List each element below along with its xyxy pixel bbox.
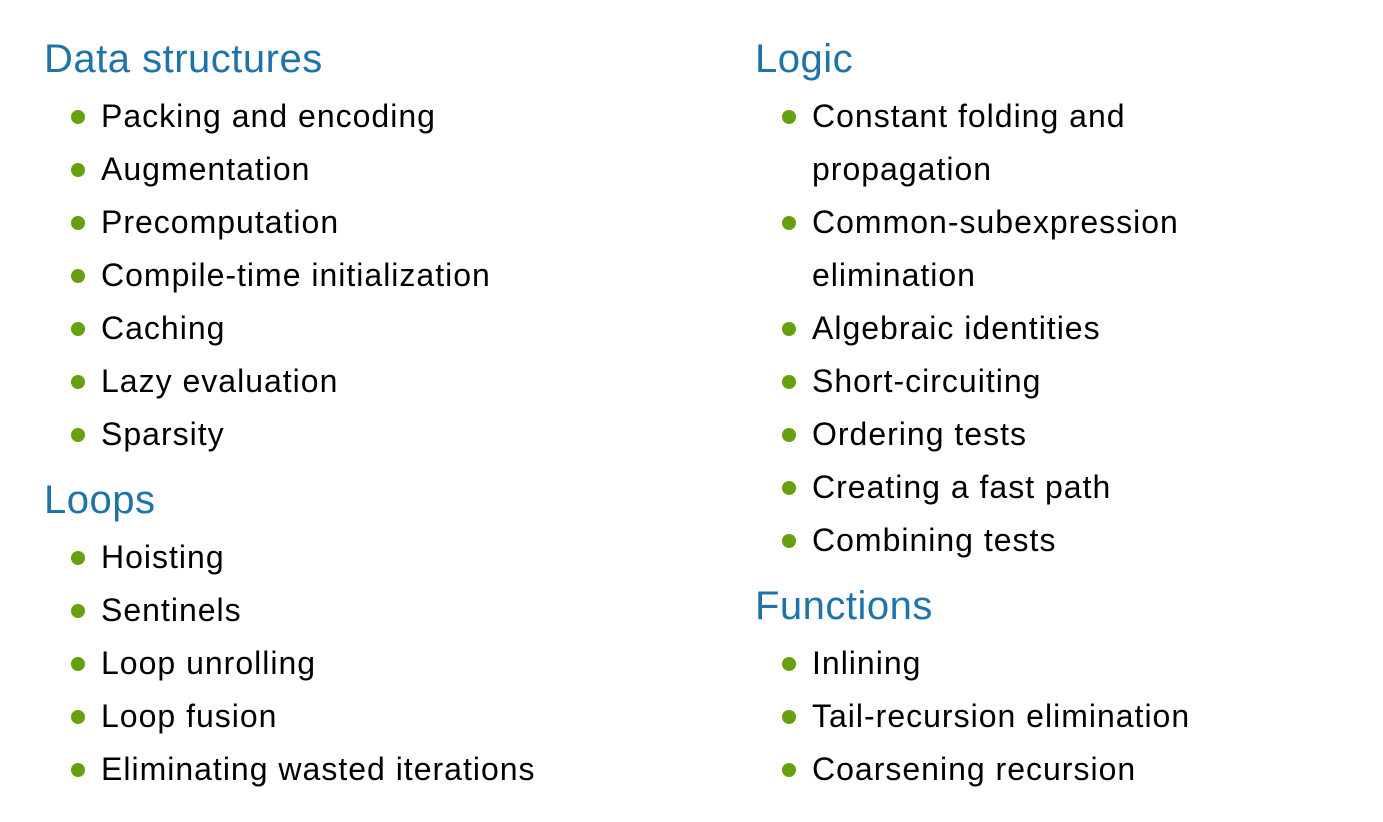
list-item: Eliminating wasted iterations (71, 743, 755, 796)
bullet-icon (71, 216, 85, 230)
bullet-icon (782, 710, 796, 724)
list-item: Algebraic identities (782, 302, 1363, 355)
bullet-icon (71, 322, 85, 336)
list-item-label: Constant folding and propagation (812, 98, 1126, 187)
section-data-structures: Data structures Packing and encoding Aug… (44, 34, 755, 461)
list-item-label: Combining tests (812, 522, 1057, 558)
bullet-icon (782, 657, 796, 671)
list-item: Constant folding and propagation (782, 90, 1363, 196)
right-column: Logic Constant folding and propagation C… (755, 34, 1363, 822)
list-item: Hoisting (71, 531, 755, 584)
bullet-icon (782, 534, 796, 548)
list-item: Short-circuiting (782, 355, 1363, 408)
bullet-icon (782, 375, 796, 389)
list-item: Caching (71, 302, 755, 355)
section-functions: Functions Inlining Tail-recursion elimin… (755, 581, 1363, 796)
list-item-label: Loop fusion (101, 698, 278, 734)
list-item-label: Sentinels (101, 592, 242, 628)
list-item: Precomputation (71, 196, 755, 249)
list-item: Compile-time initialization (71, 249, 755, 302)
list-item-label: Inlining (812, 645, 922, 681)
list-item: Lazy evaluation (71, 355, 755, 408)
list-item: Creating a fast path (782, 461, 1363, 514)
list-item: Inlining (782, 637, 1363, 690)
bullet-icon (782, 763, 796, 777)
bullet-icon (782, 216, 796, 230)
list-item: Sentinels (71, 584, 755, 637)
bullet-icon (782, 322, 796, 336)
bullet-icon (71, 763, 85, 777)
list-item-label: Ordering tests (812, 416, 1027, 452)
list-item-label: Packing and encoding (101, 98, 436, 134)
list-item-label: Loop unrolling (101, 645, 317, 681)
bullet-icon (71, 657, 85, 671)
bullet-list-data-structures: Packing and encoding Augmentation Precom… (44, 90, 755, 461)
bullet-icon (71, 428, 85, 442)
list-item-label: Tail-recursion elimination (812, 698, 1191, 734)
bullet-icon (782, 428, 796, 442)
list-item: Loop fusion (71, 690, 755, 743)
list-item: Coarsening recursion (782, 743, 1363, 796)
section-title-logic: Logic (755, 37, 854, 81)
list-item-label: Short-circuiting (812, 363, 1042, 399)
list-item: Loop unrolling (71, 637, 755, 690)
bullet-list-loops: Hoisting Sentinels Loop unrolling Loop f… (44, 531, 755, 796)
section-title-data-structures: Data structures (44, 37, 323, 81)
list-item-label: Compile-time initialization (101, 257, 491, 293)
bullet-icon (71, 375, 85, 389)
list-item-label: Algebraic identities (812, 310, 1101, 346)
section-title-loops: Loops (44, 478, 156, 522)
list-item: Ordering tests (782, 408, 1363, 461)
list-item: Common-subexpression elimination (782, 196, 1363, 302)
bullet-icon (71, 604, 85, 618)
bullet-icon (782, 481, 796, 495)
list-item: Sparsity (71, 408, 755, 461)
bullet-list-functions: Inlining Tail-recursion elimination Coar… (755, 637, 1363, 796)
bullet-icon (71, 163, 85, 177)
section-title-functions: Functions (755, 584, 933, 628)
list-item-label: Caching (101, 310, 226, 346)
list-item-label: Coarsening recursion (812, 751, 1137, 787)
bullet-icon (71, 269, 85, 283)
bullet-icon (71, 110, 85, 124)
list-item-label: Augmentation (101, 151, 311, 187)
list-item: Tail-recursion elimination (782, 690, 1363, 743)
bullet-icon (71, 551, 85, 565)
bullet-icon (782, 110, 796, 124)
section-loops: Loops Hoisting Sentinels Loop unrolling … (44, 475, 755, 796)
list-item-label: Precomputation (101, 204, 340, 240)
bullet-icon (71, 710, 85, 724)
list-item-label: Creating a fast path (812, 469, 1112, 505)
list-item-label: Sparsity (101, 416, 225, 452)
bullet-list-logic: Constant folding and propagation Common-… (755, 90, 1363, 567)
list-item-label: Hoisting (101, 539, 225, 575)
list-item: Augmentation (71, 143, 755, 196)
list-item: Packing and encoding (71, 90, 755, 143)
section-logic: Logic Constant folding and propagation C… (755, 34, 1363, 567)
list-item-label: Lazy evaluation (101, 363, 339, 399)
list-item-label: Common-subexpression elimination (812, 204, 1179, 293)
list-item: Combining tests (782, 514, 1363, 567)
list-item-label: Eliminating wasted iterations (101, 751, 536, 787)
left-column: Data structures Packing and encoding Aug… (44, 34, 755, 822)
